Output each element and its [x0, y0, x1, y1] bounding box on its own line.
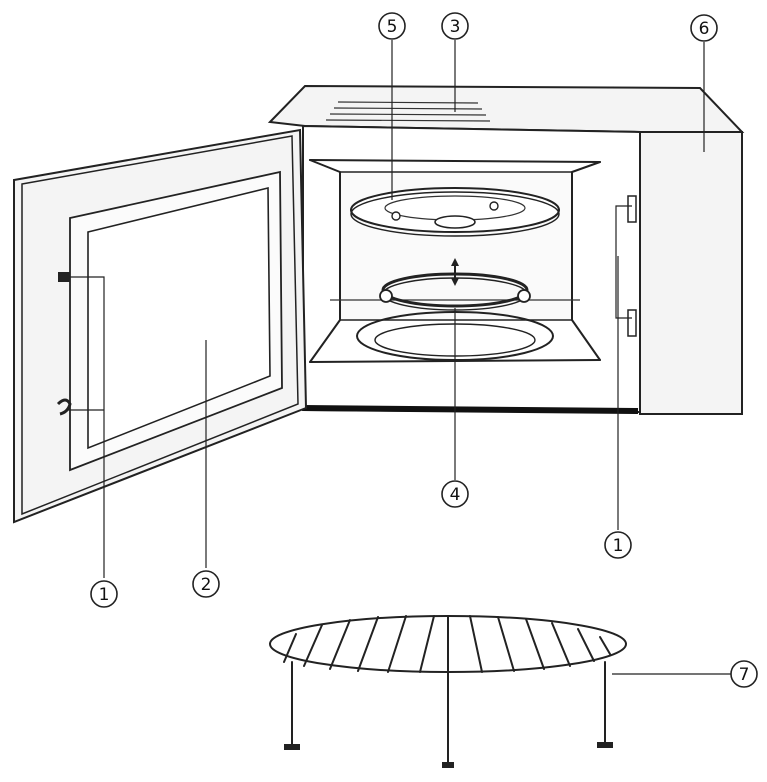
door-hook-lower: [56, 398, 72, 416]
callout-glass-tray: 5: [378, 12, 406, 40]
oven-door: [13, 128, 308, 524]
latch-slot-lower: [627, 309, 637, 337]
callout-control-panel: 6: [690, 14, 718, 42]
callout-label: 3: [450, 17, 461, 37]
callout-label: 1: [613, 536, 624, 556]
callout-door-window: 2: [192, 570, 220, 598]
callout-door-latch-left: 1: [90, 580, 118, 608]
callout-label: 6: [699, 19, 710, 39]
control-panel-body: [639, 131, 743, 415]
leader-lines: [66, 40, 740, 675]
glass-tray: [350, 187, 560, 237]
callout-label: 4: [450, 485, 461, 505]
door-hook-upper: [58, 272, 70, 282]
callout-label: 7: [739, 665, 750, 685]
cavity-bottom-edge: [302, 405, 639, 414]
door-face-edge: [21, 135, 299, 516]
callout-door-latch-right: 1: [604, 531, 632, 559]
callout-label: 1: [99, 585, 110, 605]
callout-label: 5: [387, 17, 398, 37]
callout-grill-rack: 7: [730, 660, 758, 688]
grill-rack: [269, 615, 627, 768]
oven-top-surface: [267, 84, 745, 133]
callout-label: 2: [201, 575, 212, 595]
callout-top-vent: 3: [441, 12, 469, 40]
oven-body: [267, 84, 745, 415]
callout-turntable-ring: 4: [441, 480, 469, 508]
latch-slot-upper: [627, 195, 637, 223]
door-window-glass: [87, 186, 271, 450]
